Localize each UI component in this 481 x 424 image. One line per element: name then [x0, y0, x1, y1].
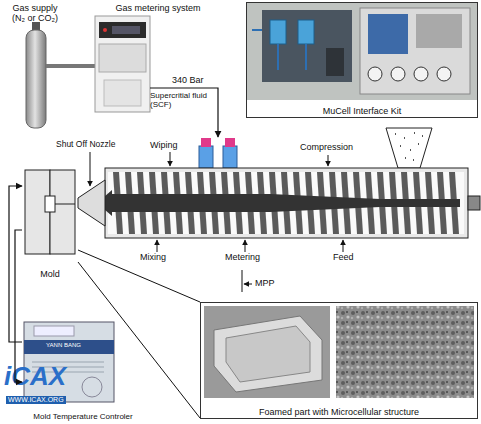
connector — [66, 64, 88, 68]
pressure-gauge — [437, 67, 451, 81]
node-label: Gas metering system — [88, 2, 228, 14]
shut-off-nozzle — [78, 180, 105, 226]
interface-kit: MuCell Interface Kit — [246, 2, 478, 118]
kit-wire — [252, 30, 306, 70]
kit-valve — [270, 20, 286, 44]
kit-module — [326, 48, 344, 76]
kit-panel — [360, 8, 470, 94]
mold-cavity — [45, 196, 55, 212]
sprue — [55, 204, 75, 205]
front-panel — [99, 44, 146, 72]
kit-block — [416, 14, 462, 48]
barrel — [105, 168, 468, 238]
node-label: MuCell Interface Kit — [247, 105, 477, 117]
gas-supply: Gas supply (N₂ or CO₂) — [4, 2, 66, 130]
pressure-gauge — [414, 67, 428, 81]
control-panel — [99, 22, 146, 38]
screw-flights — [112, 172, 460, 234]
microcellular-photo — [336, 306, 474, 398]
zone-name: Wiping — [150, 140, 178, 150]
indicator-light — [103, 28, 107, 32]
zone-name: Mixing — [140, 252, 166, 262]
screw-drive — [468, 196, 480, 210]
leader-arrow — [90, 152, 91, 186]
kit-valve — [298, 20, 314, 44]
mpp-tick — [242, 270, 243, 292]
watermark-logo: iCAX — [4, 362, 66, 392]
part-name: Shut Off Nozzle — [56, 140, 115, 150]
gas-cylinder — [26, 30, 46, 128]
scf-injector — [223, 146, 237, 168]
pressure-gauge — [368, 67, 382, 81]
zone-name: Metering — [225, 252, 260, 262]
foamed-part-panel: Foamed part with Microcellular structure — [200, 302, 478, 419]
fluid-label: Supercritial fluid (SCF) — [150, 91, 214, 109]
brand-plate: YANN BANG — [46, 342, 81, 349]
controller-band — [24, 340, 114, 354]
injector-cap — [201, 138, 211, 147]
controller-fan — [82, 377, 102, 397]
hopper — [386, 128, 432, 168]
screw-root — [112, 194, 460, 212]
leader-arrow — [328, 155, 329, 166]
connector — [78, 250, 200, 302]
foamed-part — [214, 316, 322, 392]
leader-arrow — [170, 152, 171, 166]
pressure-label: 340 Bar — [172, 75, 204, 85]
scf-injector — [199, 146, 213, 168]
node-label: Foamed part with Microcellular structure — [201, 406, 477, 418]
leader-arrow — [245, 240, 246, 252]
gas-pipe — [88, 64, 95, 68]
kit-photo — [247, 3, 477, 100]
connector — [9, 186, 22, 342]
gas-pipe — [46, 64, 66, 68]
display — [112, 26, 140, 34]
kit-motor — [368, 14, 408, 54]
metering-cabinet — [95, 16, 150, 112]
pellets — [395, 133, 423, 160]
leader-arrow — [244, 284, 252, 285]
scf-line — [150, 88, 218, 137]
injector-cap — [225, 138, 235, 147]
controller-display — [34, 326, 74, 336]
connector — [15, 230, 22, 382]
pressure-gauge — [391, 67, 405, 81]
node-label: Mold Temperature Controler — [22, 411, 144, 422]
leader-arrow — [343, 240, 344, 252]
point-label: MPP — [255, 278, 275, 288]
zone-name: Feed — [333, 252, 354, 262]
part-photo — [204, 306, 330, 398]
node-label: Mold — [22, 268, 78, 280]
part-recess — [226, 326, 310, 382]
leader-arrow — [157, 240, 158, 252]
barrel-bore — [108, 172, 464, 234]
node-label: Gas supply (N₂ or CO₂) — [4, 2, 66, 25]
watermark-url: WWW.ICAX.ORG — [6, 396, 66, 404]
zone-name: Compression — [300, 142, 353, 152]
lower-panel — [104, 80, 141, 106]
mold: Mold — [22, 168, 78, 280]
